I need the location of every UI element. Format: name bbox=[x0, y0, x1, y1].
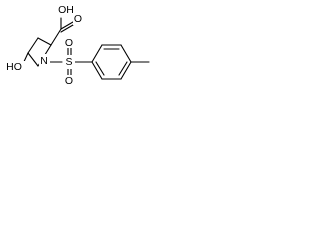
benzene-bond-4 bbox=[120, 61, 132, 80]
sulfonyl-o-bottom-label-bg bbox=[64, 75, 75, 86]
bond-c2-cooh bbox=[50, 28, 62, 46]
sulfonyl-oxygen-bottom-label: O bbox=[65, 75, 73, 87]
bond-c2-c3 bbox=[37, 37, 52, 46]
carbonyl-o-label-bg bbox=[73, 13, 83, 25]
sulfonyl-oxygen-top-label: O bbox=[65, 37, 73, 49]
sulfur-label: S bbox=[65, 56, 72, 68]
bond-cooh-o-2 bbox=[60, 24, 74, 33]
nitrogen-label-bg bbox=[39, 54, 50, 67]
benzene-bond-1 bbox=[91, 44, 103, 63]
benzene-inner-bond-2 bbox=[118, 61, 128, 76]
carboxyl-label-bg bbox=[56, 3, 76, 16]
carbonyl-oxygen-label: O bbox=[74, 13, 82, 25]
sulfonyl-o-top-label-bg bbox=[64, 37, 75, 48]
benzene-bond-3 bbox=[120, 44, 132, 63]
bond-c4-c5 bbox=[27, 52, 39, 67]
hydroxyl-label: HO bbox=[6, 61, 22, 73]
nitrogen-label: N bbox=[40, 55, 48, 67]
sulfur-label-bg bbox=[63, 55, 75, 69]
benzene-bond-6 bbox=[91, 61, 103, 80]
chemical-structure: OH O HO N S O O bbox=[4, 3, 150, 87]
bond-cooh-o-1 bbox=[60, 21, 74, 30]
benzene-inner-bond-3 bbox=[95, 61, 105, 76]
hydroxyl-label-bg bbox=[4, 61, 25, 74]
bond-c3-c4 bbox=[27, 37, 39, 54]
carboxyl-oh-label: OH bbox=[58, 4, 74, 16]
